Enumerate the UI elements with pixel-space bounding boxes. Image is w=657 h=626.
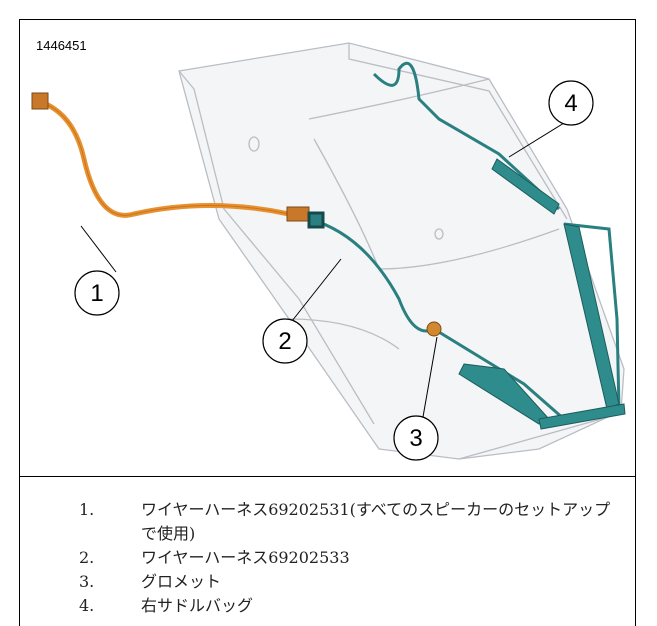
legend-list: 1. ワイヤーハーネス69202531(すべてのスピーカーのセットアップで使用)…: [79, 498, 619, 618]
callout-circle-2: [262, 318, 308, 364]
callout-label-2: 2: [278, 328, 291, 355]
legend-text: グロメット: [141, 572, 222, 591]
legend-number: 4.: [79, 596, 95, 615]
saddlebag-illustration: 1 2 3 4: [31, 42, 626, 461]
figure-frame: [19, 19, 636, 626]
saddlebag-trim: [458, 158, 626, 430]
figure-id: 1446451: [36, 38, 87, 53]
callout-label-1: 1: [90, 280, 103, 307]
callout-circle-3: [393, 415, 439, 461]
legend-item: 2. ワイヤーハーネス69202533: [79, 546, 619, 570]
callout-circle-1: [74, 270, 120, 316]
legend-number: 1.: [79, 500, 95, 519]
legend-text: ワイヤーハーネス69202531(すべてのスピーカーのセットアップで使用): [141, 500, 611, 543]
callout-label-3: 3: [409, 425, 422, 452]
saddlebag-shell: [178, 42, 625, 460]
legend-text: ワイヤーハーネス69202533: [141, 548, 350, 567]
legend-number: 2.: [79, 548, 95, 567]
legend-item: 4. 右サドルバッグ: [79, 594, 619, 618]
legend-item: 3. グロメット: [79, 570, 619, 594]
divider: [19, 476, 636, 477]
legend-text: 右サドルバッグ: [141, 596, 254, 615]
callout-label-4: 4: [564, 90, 577, 117]
legend-item: 1. ワイヤーハーネス69202531(すべてのスピーカーのセットアップで使用): [79, 498, 619, 546]
legend-number: 3.: [79, 572, 95, 591]
harness-1: [31, 92, 310, 222]
grommet: [426, 321, 442, 337]
callout-circle-4: [548, 80, 594, 126]
leader-lines: [80, 122, 565, 418]
